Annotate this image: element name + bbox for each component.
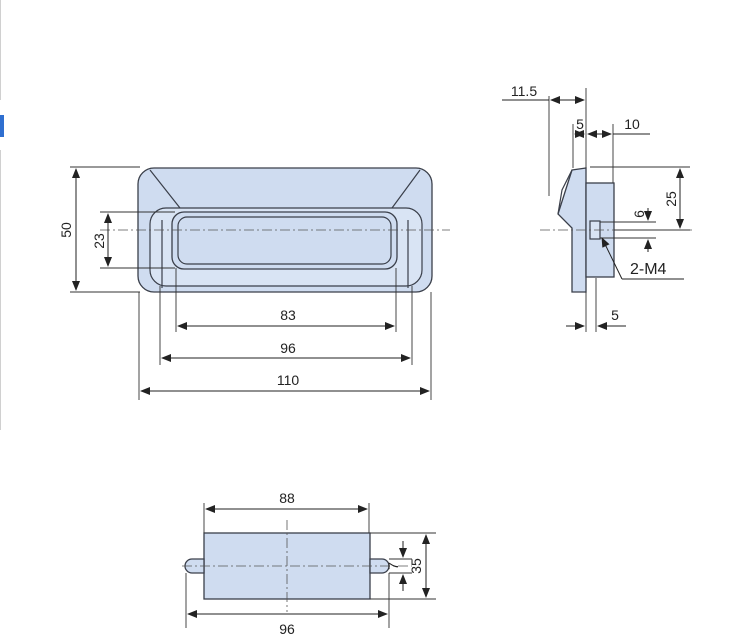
front-view: 50 23 83 96 110 — [58, 166, 450, 400]
left-edge-accent-bar — [0, 115, 4, 137]
bevel-lines-top — [149, 169, 421, 209]
bottom-view: 88 96 7 35 — [182, 490, 436, 637]
dim-label-96: 96 — [280, 340, 296, 356]
left-edge-divider-top — [0, 0, 1, 100]
dim-label-5-bottom: 5 — [611, 307, 619, 323]
handle-grip-cavity — [171, 211, 398, 270]
dim-label-110: 110 — [277, 372, 300, 388]
side-flange-slope — [557, 169, 573, 215]
dim-label-96b: 96 — [279, 621, 295, 637]
callout-leader — [601, 237, 623, 280]
side-view: 11.5 5 10 25 6 2-M4 5 — [502, 83, 692, 332]
dim-label-6: 6 — [631, 210, 647, 218]
dim-label-23: 23 — [91, 233, 107, 249]
dim-label-50: 50 — [58, 222, 74, 238]
handle-grip-inner-edge — [177, 216, 392, 265]
bottom-left-boss — [184, 558, 205, 574]
thread-callout-label: 2-M4 — [630, 261, 667, 278]
bottom-right-boss — [369, 558, 390, 574]
dim-label-35: 35 — [408, 558, 424, 574]
dim-label-83: 83 — [280, 307, 296, 323]
dim-label-7: 7 — [385, 562, 401, 570]
dim-label-10: 10 — [624, 116, 640, 132]
dim-label-88: 88 — [279, 490, 295, 506]
dim-label-11-5: 11.5 — [511, 83, 537, 99]
dim-label-25: 25 — [663, 191, 679, 207]
dim-label-5-top: 5 — [576, 116, 584, 132]
left-edge-divider-bottom — [0, 150, 1, 430]
